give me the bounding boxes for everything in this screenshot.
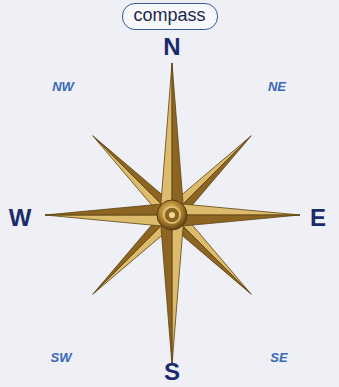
star-point: [45, 215, 172, 227]
hub-inner: [164, 207, 180, 223]
direction-label: NW: [52, 80, 74, 93]
direction-label: SW: [51, 351, 72, 364]
direction-label: S: [164, 360, 180, 384]
star-point: [172, 63, 184, 215]
star-point: [172, 215, 300, 227]
star-point: [160, 63, 172, 215]
star-point: [160, 215, 172, 365]
star-point: [45, 203, 172, 215]
star-point: [172, 203, 300, 215]
star-point: [172, 215, 184, 365]
direction-label: N: [163, 35, 180, 59]
direction-label: NE: [268, 80, 286, 93]
direction-label: E: [310, 206, 326, 230]
direction-label: SE: [270, 351, 287, 364]
hub-center: [169, 212, 175, 218]
hub-outer: [157, 200, 187, 230]
direction-label: W: [9, 206, 32, 230]
title-pill: compass: [121, 3, 217, 30]
